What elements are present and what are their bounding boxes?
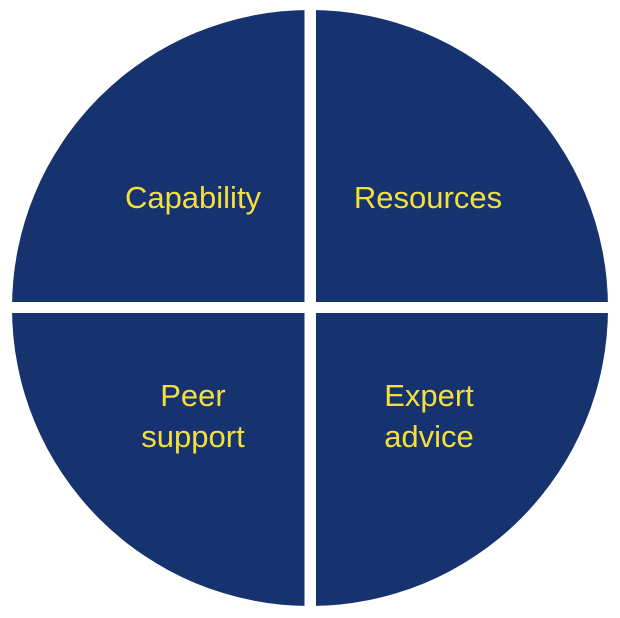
quadrant-bottom-left <box>12 313 305 606</box>
quadrant-top-right <box>316 10 608 302</box>
quadrant-top-left <box>12 10 305 302</box>
label-expert: Expert <box>384 378 474 413</box>
label-resources: Resources <box>354 180 502 215</box>
label-advice: advice <box>384 419 474 454</box>
label-support: support <box>141 419 245 454</box>
label-capability: Capability <box>125 180 262 215</box>
label-peer: Peer <box>160 378 225 413</box>
quadrant-bottom-right <box>316 313 608 606</box>
